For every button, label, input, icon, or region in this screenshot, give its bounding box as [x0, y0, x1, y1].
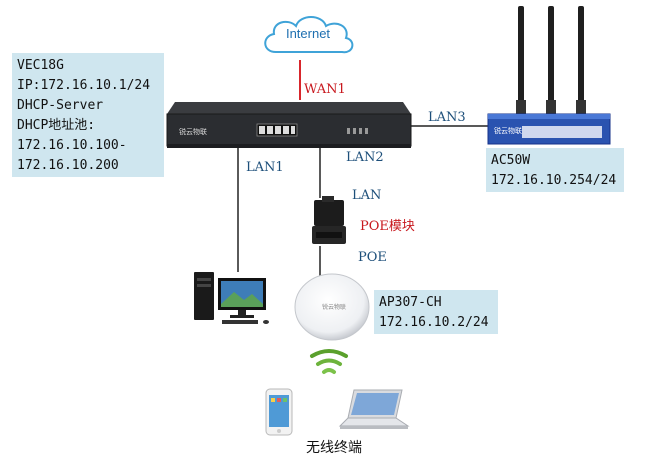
wan1-label: WAN1 [304, 82, 346, 97]
ap-info-box: AP307-CH 172.16.10.2/24 [374, 290, 498, 334]
router-ip: IP:172.16.10.1/24 [17, 78, 151, 93]
ap-ip: 172.16.10.2/24 [379, 315, 489, 330]
lan1-label: LAN1 [246, 160, 284, 175]
ap-brand: 锐云物联 [322, 304, 347, 311]
internet-cloud: Internet [258, 12, 358, 62]
ac-brand: 锐云物联 [494, 127, 522, 135]
lan3-label: LAN3 [428, 110, 466, 125]
ac-device: 锐云物联 [484, 0, 614, 148]
indicator-leds [347, 128, 368, 134]
wireless-terminal-label: 无线终端 [306, 440, 362, 456]
lan2-label: LAN2 [346, 150, 384, 165]
router-brand: 锐云物联 [179, 128, 207, 136]
lan-label: LAN [352, 188, 382, 203]
router-device: 锐云物联 [165, 100, 413, 150]
ac-ip: 172.16.10.254/24 [491, 173, 617, 188]
ac-info-box: AC50W 172.16.10.254/24 [486, 148, 624, 192]
poe-label: POE [358, 250, 387, 265]
ap-name: AP307-CH [379, 295, 442, 310]
router-name: VEC18G [17, 58, 64, 73]
router-pool-label: DHCP地址池: [17, 118, 96, 133]
ac-name: AC50W [491, 153, 531, 168]
router-pool-start: 172.16.10.100- [17, 138, 127, 153]
desktop-pc [192, 268, 274, 326]
router-info-box: VEC18G IP:172.16.10.1/24 DHCP-Server DHC… [12, 53, 164, 177]
keyboard-icon [222, 320, 269, 324]
router-pool-end: 172.16.10.200 [17, 158, 119, 173]
router-dhcp: DHCP-Server [17, 98, 104, 113]
wifi-icon [308, 348, 350, 380]
tower-icon [194, 272, 214, 320]
monitor-icon [218, 278, 266, 318]
antenna-icon [516, 6, 586, 118]
laptop-icon [338, 388, 410, 432]
poe-module-device [310, 196, 348, 248]
phone-icon [264, 388, 294, 436]
poe-module-label: POE模块 [360, 219, 415, 234]
lan-port-group [256, 123, 298, 137]
ap-device: 锐云物联 [292, 272, 372, 342]
internet-label: Internet [285, 26, 331, 41]
cloud-icon [264, 16, 354, 54]
